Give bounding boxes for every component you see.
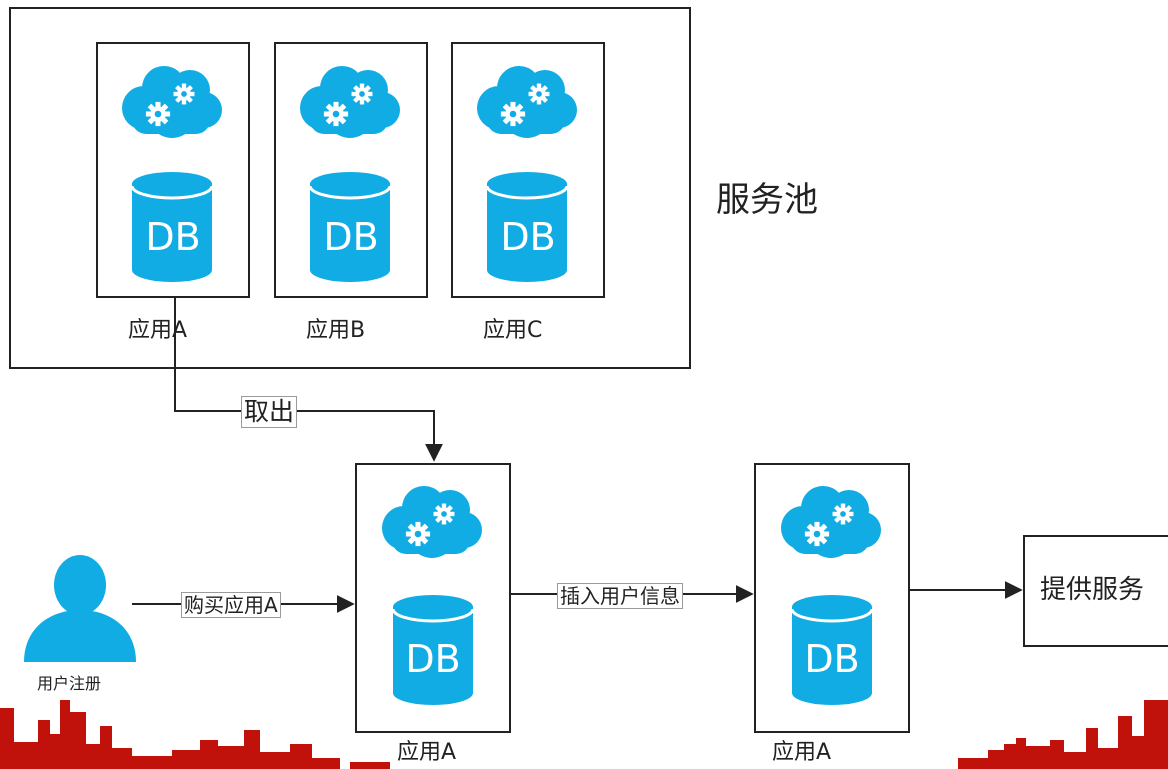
cloud-gears-icon [300, 66, 400, 138]
cloud-gears-icon [477, 66, 577, 138]
pool-app-c-box [451, 42, 605, 298]
user-icon [24, 555, 136, 662]
db-label: DB [804, 637, 860, 681]
pool-app-b-label: 应用B [306, 318, 366, 343]
service-pool-container [9, 7, 691, 369]
selected-app-box [355, 463, 511, 733]
skyline-decoration-right [958, 700, 1168, 769]
pool-app-b-box [274, 42, 428, 298]
pool-app-a-box [96, 42, 250, 298]
service-box [1023, 535, 1168, 647]
service-pool-label: 服务池 [716, 180, 818, 220]
user-register-label: 用户注册 [37, 674, 102, 693]
db-label: DB [145, 215, 201, 259]
cloud-gears-icon [781, 486, 881, 558]
insert-user-info-label: 插入用户信息 [557, 583, 683, 609]
take-out-label: 取出 [241, 396, 298, 428]
cloud-gears-icon [122, 66, 222, 138]
provide-service-label: 提供服务 [1040, 575, 1145, 605]
pool-app-c-label: 应用C [483, 318, 543, 343]
selected-app-label: 应用A [397, 740, 457, 765]
skyline-decoration-left [0, 700, 390, 769]
provisioned-app-label: 应用A [772, 740, 832, 765]
db-label: DB [323, 215, 379, 259]
db-label: DB [500, 215, 556, 259]
take-out-connector [174, 297, 443, 462]
cloud-gears-icon [382, 486, 482, 558]
pool-app-a-label: 应用A [128, 318, 188, 343]
provisioned-app-box [754, 463, 910, 733]
db-label: DB [405, 637, 461, 681]
buy-app-label: 购买应用A [181, 592, 281, 618]
